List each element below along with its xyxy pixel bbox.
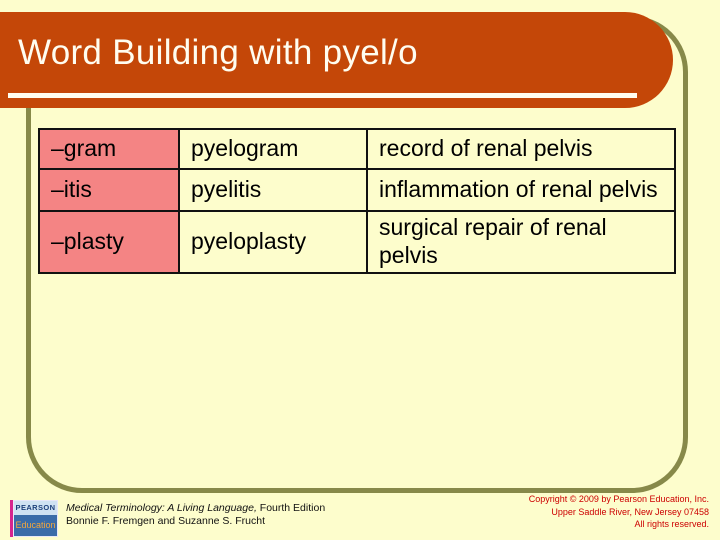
title-banner: Word Building with pyel/o xyxy=(0,12,673,108)
copyright-line: Copyright © 2009 by Pearson Education, I… xyxy=(528,494,709,504)
copyright-line: All rights reserved. xyxy=(634,519,709,529)
pearson-logo-brand: PEARSON xyxy=(14,501,57,515)
word-building-table: –gram pyelogram record of renal pelvis –… xyxy=(38,128,676,274)
slide-title: Word Building with pyel/o xyxy=(18,33,418,72)
logo-magenta-stripe xyxy=(10,500,13,537)
pearson-logo-division: Education xyxy=(14,515,57,536)
pearson-logo: PEARSON Education xyxy=(10,500,58,537)
table-row: –itis pyelitis inflammation of renal pel… xyxy=(38,168,676,212)
definition-cell: record of renal pelvis xyxy=(366,128,676,170)
definition-cell: inflammation of renal pelvis xyxy=(366,168,676,212)
copyright-line: Upper Saddle River, New Jersey 07458 xyxy=(551,506,709,517)
suffix-cell: –gram xyxy=(38,128,180,170)
book-info: Medical Terminology: A Living Language, … xyxy=(66,502,325,528)
suffix-cell: –itis xyxy=(38,168,180,212)
term-cell: pyelogram xyxy=(178,128,368,170)
book-edition: Fourth Edition xyxy=(256,502,326,514)
book-title-line: Medical Terminology: A Living Language, … xyxy=(66,502,325,515)
suffix-cell: –plasty xyxy=(38,210,180,274)
term-cell: pyelitis xyxy=(178,168,368,212)
definition-cell: surgical repair of renal pelvis xyxy=(366,210,676,274)
title-underline xyxy=(8,93,637,98)
table-row: –gram pyelogram record of renal pelvis xyxy=(38,128,676,170)
logo-body: PEARSON Education xyxy=(13,500,58,537)
copyright-notice: Copyright © 2009 by Pearson Education, I… xyxy=(529,493,709,531)
book-title: Medical Terminology: A Living Language, xyxy=(66,502,257,514)
term-cell: pyeloplasty xyxy=(178,210,368,274)
table-row: –plasty pyeloplasty surgical repair of r… xyxy=(38,210,676,274)
book-authors: Bonnie F. Fremgen and Suzanne S. Frucht xyxy=(66,515,266,527)
